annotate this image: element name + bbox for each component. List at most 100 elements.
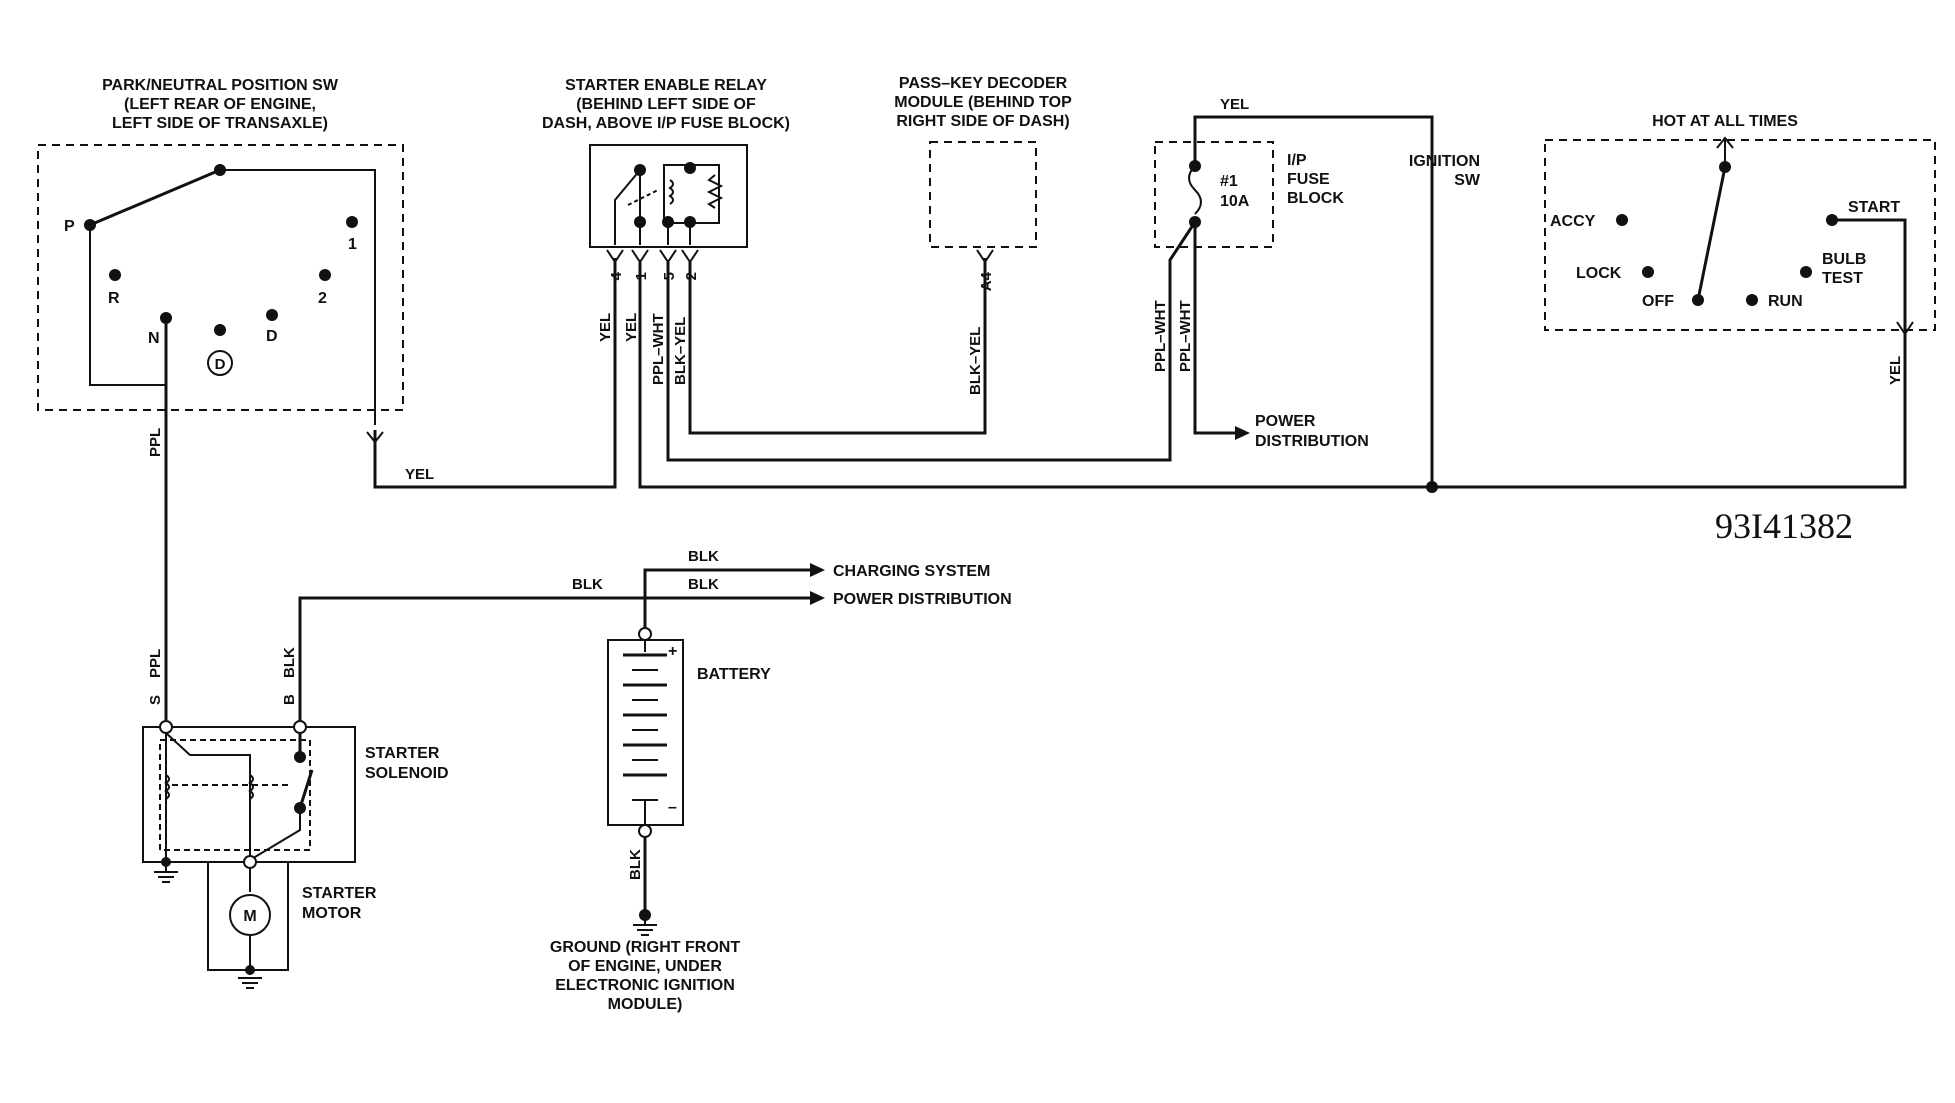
decoder-a4-connector — [976, 249, 994, 264]
pn-contact-dc — [214, 324, 226, 336]
pn-contact-d — [266, 309, 278, 321]
ign-contact-accy — [1616, 214, 1628, 226]
ignition-switch: IGNITION SW HOT AT ALL TIMES ACCY LOCK O… — [1409, 113, 1936, 385]
decoder-pin-a4: A4 — [978, 271, 995, 291]
pn-connector — [366, 431, 384, 444]
wire-yel-fuse-ignition — [1193, 115, 1434, 487]
wire-label-yel-fuse-top: YEL — [1220, 96, 1249, 113]
decoder-title-2: MODULE (BEHIND TOP — [894, 94, 1072, 111]
wire-blk-b-battery — [298, 596, 647, 721]
relay-contact-arm — [614, 169, 641, 245]
fuse-block-title-2: FUSE — [1287, 171, 1330, 188]
wire-blk-yel-relay-decoder — [688, 258, 987, 435]
battery-plus: + — [668, 643, 677, 660]
ign-contact-off — [1692, 294, 1704, 306]
pn-d-circle-label: D — [215, 356, 226, 373]
relay-box — [589, 144, 748, 248]
battery-terminal-pos — [638, 627, 652, 641]
wire-label-blk-b: BLK — [281, 647, 298, 678]
motor-title-1: STARTER — [302, 885, 377, 902]
wire-label-ppl-wht-pin5: PPL–WHT — [650, 313, 667, 385]
relay-title-3: DASH, ABOVE I/P FUSE BLOCK) — [542, 115, 790, 132]
solenoid-hold-lead — [165, 732, 251, 860]
relay-pin2-connector — [681, 249, 699, 264]
decoder-box — [929, 141, 1037, 248]
motor-title-2: MOTOR — [302, 905, 362, 922]
ign-label-start: START — [1848, 199, 1900, 216]
relay-pin5-connector — [659, 249, 677, 264]
ign-label-accy: ACCY — [1550, 213, 1596, 230]
starter-enable-relay: STARTER ENABLE RELAY (BEHIND LEFT SIDE O… — [542, 77, 790, 280]
arrow-power-dist-top — [1235, 426, 1250, 440]
ign-title-1: IGNITION — [1409, 153, 1480, 170]
relay-dot-a — [634, 164, 646, 176]
wire-yel-start — [638, 262, 1907, 489]
pn-contact-r — [109, 269, 121, 281]
terminal-label-b: B — [281, 694, 298, 705]
relay-pin-4: 4 — [608, 271, 625, 280]
wire-label-blk-yel-a4: BLK–YEL — [967, 327, 984, 395]
ign-contact-run — [1746, 294, 1758, 306]
relay-title-2: (BEHIND LEFT SIDE OF — [576, 96, 756, 113]
ip-fuse-block: I/P FUSE BLOCK #1 10A YEL PPL–WHT PPL–WH… — [1152, 96, 1434, 487]
ign-start-connector — [1896, 321, 1914, 336]
ign-switch-arm — [1696, 166, 1727, 301]
diagram-code: 93I41382 — [1715, 506, 1853, 546]
ground-title-3: ELECTRONIC IGNITION — [555, 977, 735, 994]
decoder-title-3: RIGHT SIDE OF DASH) — [896, 113, 1069, 130]
wire-yel-pn-relay — [373, 258, 617, 489]
power-dist-bottom-label: POWER DISTRIBUTION — [833, 591, 1012, 608]
battery-title: BATTERY — [697, 666, 771, 683]
solenoid-inner — [159, 739, 311, 851]
ign-contact-lock — [1642, 266, 1654, 278]
relay-dot-d — [684, 162, 696, 174]
ign-label-run: RUN — [1768, 293, 1803, 310]
ign-label-test: TEST — [1822, 270, 1863, 287]
ign-hot-label: HOT AT ALL TIMES — [1652, 113, 1798, 130]
ign-label-off: OFF — [1642, 293, 1674, 310]
solenoid-terminal-b — [293, 720, 307, 734]
solenoid-terminal-s — [159, 720, 173, 734]
pn-switch-box — [37, 144, 404, 411]
ground-title-4: MODULE) — [608, 996, 683, 1013]
wire-ppl-wht-relay-fuse — [666, 221, 1197, 462]
fuse-block-title-3: BLOCK — [1287, 190, 1344, 207]
fuse-label-number: #1 — [1220, 173, 1238, 190]
pass-key-decoder: PASS–KEY DECODER MODULE (BEHIND TOP RIGH… — [894, 75, 1072, 395]
pn-pivot — [214, 164, 226, 176]
wire-label-ppl-top: PPL — [147, 428, 164, 457]
pn-label-d: D — [266, 328, 278, 345]
pn-contact-p — [84, 219, 96, 231]
wire-ppl-wht-powerdist — [1193, 222, 1235, 435]
wire-label-blk-yel-pin2: BLK–YEL — [672, 317, 689, 385]
fuse-label-rating: 10A — [1220, 193, 1250, 210]
battery-box — [607, 639, 684, 826]
relay-linkage — [627, 189, 659, 206]
ign-title-2: SW — [1454, 172, 1481, 189]
solenoid-title-1: STARTER — [365, 745, 440, 762]
pn-label-p: P — [64, 218, 75, 235]
decoder-title-1: PASS–KEY DECODER — [899, 75, 1068, 92]
pn-title-1: PARK/NEUTRAL POSITION SW — [102, 77, 339, 94]
solenoid-contact-top — [294, 751, 306, 763]
wire-label-ppl-bottom: PPL — [147, 649, 164, 678]
arrow-charging — [810, 563, 825, 577]
solenoid-ground-dot — [161, 857, 171, 867]
solenoid-contact — [298, 769, 314, 809]
charging-system-label: CHARGING SYSTEM — [833, 563, 990, 580]
wire-label-ppl-wht-a: PPL–WHT — [1152, 300, 1169, 372]
solenoid-pull-coil — [164, 774, 170, 800]
pn-title-2: (LEFT REAR OF ENGINE, — [124, 96, 316, 113]
ign-pivot — [1719, 161, 1731, 173]
solenoid-hold-coil — [248, 774, 254, 800]
relay-pin4-connector — [606, 249, 624, 264]
relay-dot-c — [662, 216, 674, 228]
wire-label-blk-ground: BLK — [627, 849, 644, 880]
ign-contact-start — [1826, 214, 1838, 226]
relay-resistor — [706, 174, 724, 209]
terminal-label-s: S — [147, 695, 164, 705]
battery-terminal-neg — [638, 824, 652, 838]
wire-label-yel-ign: YEL — [1887, 356, 1904, 385]
ign-contact-bulb — [1800, 266, 1812, 278]
battery: + – BATTERY — [607, 627, 771, 838]
